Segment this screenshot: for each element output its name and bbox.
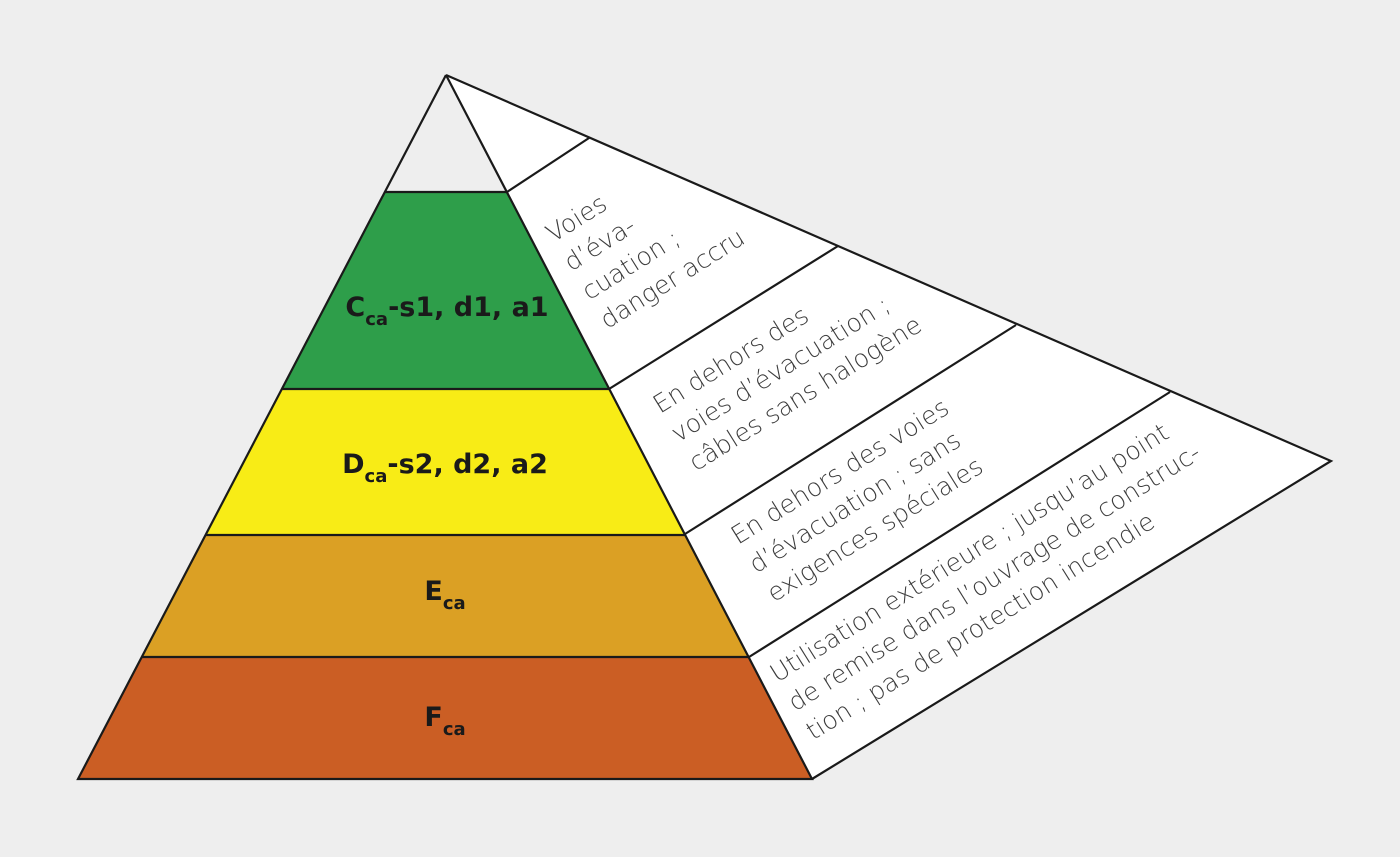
label-c-suffix: -s1, d1, a1	[388, 292, 549, 323]
label-f-main: F	[424, 702, 442, 733]
label-class-f: Fca	[424, 702, 465, 740]
side-divider-3	[684, 324, 1017, 535]
band-f-orange	[78, 657, 812, 779]
label-c-sub: ca	[365, 309, 388, 330]
label-d-sub: ca	[365, 466, 388, 487]
label-e-sub: ca	[443, 593, 466, 614]
label-d-suffix: -s2, d2, a2	[387, 449, 548, 480]
label-f-sub: ca	[443, 719, 466, 740]
label-class-e: Eca	[424, 576, 465, 614]
label-c-main: C	[345, 292, 365, 323]
band-d-yellow	[206, 389, 685, 535]
front-face-outline	[76, 74, 814, 781]
label-class-c: Cca-s1, d1, a1	[345, 292, 548, 330]
label-e-main: E	[424, 576, 442, 607]
band-c-green	[282, 192, 609, 389]
side-face	[446, 75, 1331, 779]
side-divider-1	[506, 137, 590, 193]
side-divider-2	[608, 245, 839, 390]
label-d-main: D	[342, 449, 364, 480]
label-class-d: Dca-s2, d2, a2	[342, 449, 548, 487]
side-divider-4	[748, 391, 1171, 658]
side-face-outline	[445, 73, 1334, 780]
band-e-amber	[142, 535, 749, 657]
